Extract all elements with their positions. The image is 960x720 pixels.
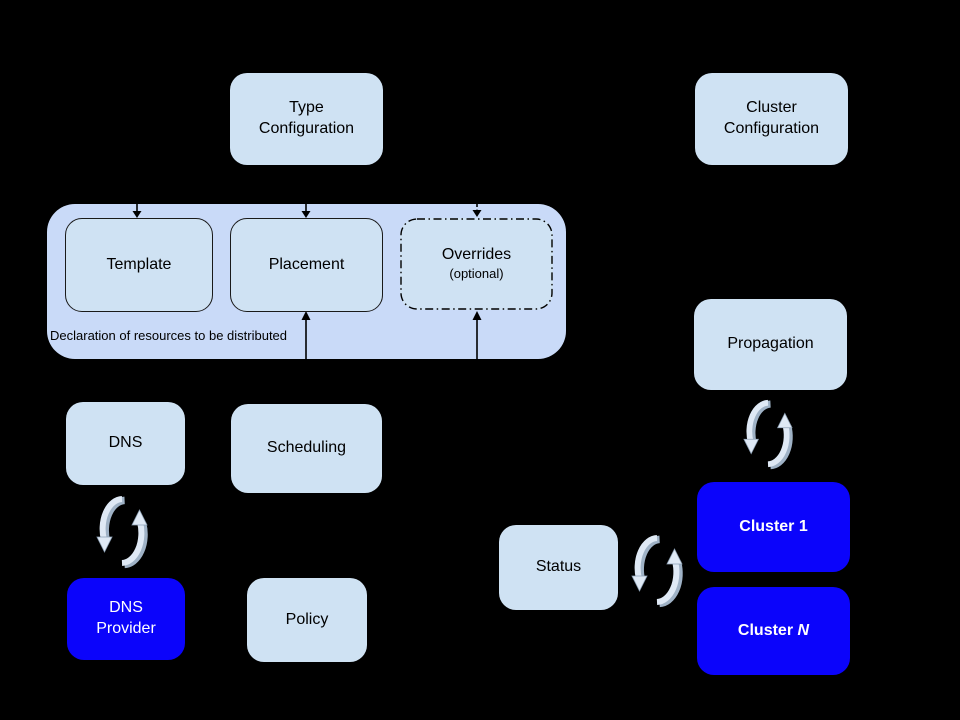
node-cluster-1: Cluster 1 bbox=[697, 482, 850, 572]
node-label: Template bbox=[106, 255, 172, 273]
sync-icon bbox=[630, 531, 684, 609]
node-scheduling: Scheduling bbox=[231, 404, 382, 493]
node-label: Scheduling bbox=[266, 439, 347, 457]
node-label: DNS bbox=[108, 434, 143, 452]
node-policy: Policy bbox=[247, 578, 367, 662]
node-label: Placement bbox=[268, 255, 345, 273]
node-cluster-n: Cluster N bbox=[697, 587, 850, 675]
node-label: Overrides bbox=[441, 245, 512, 263]
node-label: Policy bbox=[285, 610, 329, 628]
node-label: Status bbox=[535, 558, 582, 576]
node-cluster-configuration: Cluster Configuration bbox=[695, 73, 848, 165]
node-overrides: Overrides (optional) bbox=[400, 218, 553, 310]
sync-icon bbox=[95, 492, 149, 570]
node-label: Propagation bbox=[727, 335, 814, 353]
node-template: Template bbox=[65, 218, 213, 312]
node-dns-provider: DNS Provider bbox=[67, 578, 185, 660]
node-type-configuration: Type Configuration bbox=[230, 73, 383, 165]
node-status: Status bbox=[499, 525, 618, 610]
node-label: Type Configuration bbox=[258, 99, 355, 137]
italic-n: N bbox=[797, 621, 810, 639]
node-sublabel: (optional) bbox=[449, 266, 504, 282]
node-label: Cluster 1 bbox=[739, 517, 808, 535]
node-label: DNS Provider bbox=[96, 599, 156, 637]
node-label: Cluster Configuration bbox=[723, 99, 820, 137]
sync-icon bbox=[742, 396, 794, 471]
node-dns: DNS bbox=[66, 402, 185, 485]
node-placement: Placement bbox=[230, 218, 383, 312]
node-propagation: Propagation bbox=[694, 299, 847, 390]
node-label: Cluster N bbox=[737, 621, 810, 639]
group-caption: Declaration of resources to be distribut… bbox=[50, 328, 288, 343]
